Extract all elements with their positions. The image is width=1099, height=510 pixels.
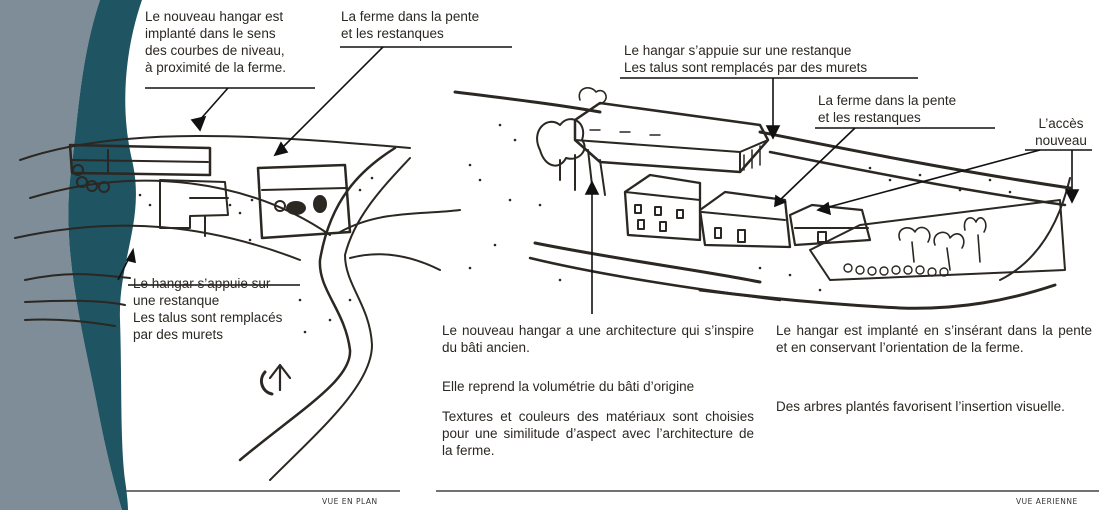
aerial-text-materiaux: Textures et couleurs des matériaux sont …	[442, 409, 754, 458]
aerial-text-architecture: Le nouveau hangar a une architecture qui…	[442, 323, 754, 355]
aerial-leader-lines	[584, 77, 1092, 314]
aerial-annotation-hangar: Le hangar s’appuie sur une restanque Les…	[624, 43, 868, 75]
teal-band	[68, 0, 142, 510]
aerial-annotation-ferme: La ferme dans la pente et les restanques	[818, 93, 957, 125]
aerial-caption: vue aerienne	[1016, 497, 1078, 506]
aerial-text-volumetrie: Elle reprend la volumétrie du bâti d’ori…	[442, 379, 695, 394]
plan-leader-lines	[117, 46, 512, 286]
plan-annotation-restanque: Le hangar s’appuie sur une restanque Les…	[133, 276, 283, 342]
aerial-text-implantation: Le hangar est implanté en s’insérant dan…	[776, 323, 1092, 355]
plan-annotation-ferme: La ferme dans la pente et les restanques	[341, 9, 480, 41]
aerial-sketch	[453, 87, 1072, 310]
plan-sketch	[14, 135, 461, 481]
aerial-text-arbres: Des arbres plantés favorisent l’insertio…	[776, 399, 1065, 414]
aerial-annotation-acces: L’accès nouveau	[1035, 116, 1087, 148]
plan-caption: vue en plan	[322, 497, 378, 506]
plan-annotation-hangar: Le nouveau hangar est implanté dans le s…	[145, 9, 287, 75]
grey-band	[0, 0, 122, 510]
